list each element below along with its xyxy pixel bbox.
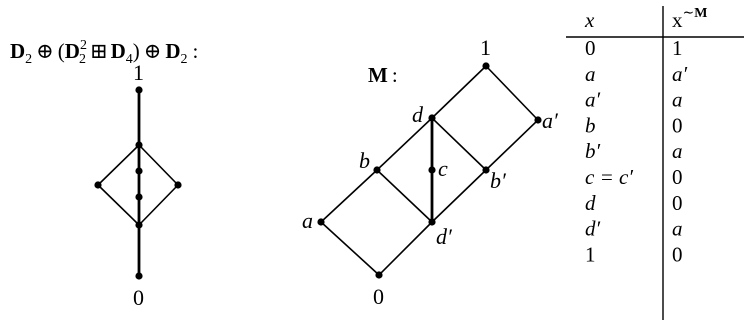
table-cell-fx: 0 (672, 191, 683, 215)
m-node-c (428, 166, 436, 174)
title-sub2b: 2 (79, 52, 86, 67)
title-oplus: ⊕ (36, 39, 54, 63)
left-top-label: 1 (133, 60, 144, 85)
m-edge-b-d (376, 117, 433, 171)
m-edge-d-1 (431, 65, 487, 119)
left-edge-lower-left (97, 184, 140, 226)
m-node-0 (375, 271, 383, 279)
m-node-a (317, 218, 325, 226)
m-edge-dprime-bprime (431, 169, 487, 223)
middle-title-colon: : (392, 63, 398, 87)
left-node-right (174, 181, 182, 189)
table-cell-fx: 0 (672, 242, 683, 266)
m-node-bprime (482, 166, 490, 174)
m-edge-0-a (320, 221, 380, 276)
table-header-fx: x∼M (672, 6, 707, 32)
m-label-aprime: a′ (542, 108, 559, 133)
left-node-mid-lower (135, 193, 143, 201)
m-label-a: a (302, 208, 313, 233)
title-d2: D (10, 39, 25, 63)
title-open-paren: ( (58, 39, 65, 63)
title-colon: : (193, 39, 199, 63)
table-cell-fx: a (672, 88, 683, 112)
table-cell-x: b′ (585, 139, 601, 163)
m-edge-a-b (320, 169, 378, 223)
table-cell-x: a′ (585, 88, 601, 112)
table-header-fx-tilde: ∼ (683, 6, 695, 21)
left-node-bottom (135, 272, 143, 280)
m-label-d: d (412, 102, 424, 127)
table-cell-x: 0 (585, 36, 596, 60)
left-edge-upper-left (97, 144, 140, 186)
left-edge-upper-right (138, 144, 179, 186)
table-cell-fx: 1 (672, 36, 683, 60)
m-label-0: 0 (373, 284, 384, 309)
m-edge-b-dprime (376, 169, 433, 223)
m-label-b: b (359, 148, 370, 173)
middle-title-m: M (368, 63, 388, 87)
title-d4: D (111, 39, 126, 63)
left-node-mid-upper (135, 167, 143, 175)
m-edge-1-aprime (485, 65, 539, 121)
table-cell-fx: a′ (672, 62, 688, 86)
middle-diagram-title: M: (368, 63, 398, 87)
m-node-aprime (534, 116, 542, 124)
m-edge-0-dprime (378, 221, 433, 276)
m-node-dprime (428, 218, 436, 226)
table-cell-x: d (585, 191, 596, 215)
left-node-lower (135, 221, 143, 229)
middle-lattice-diagram: M: 1 0 a a′ b b′ c d d′ (302, 35, 559, 309)
title-sub2: 2 (25, 52, 32, 67)
left-node-upper (135, 141, 143, 149)
title-sup2: 2 (80, 38, 87, 53)
table-cell-x: a (585, 62, 596, 86)
table-cell-x: c = c′ (585, 165, 633, 189)
table-header-fx-m: M (694, 6, 707, 21)
table-cell-x: 1 (585, 242, 596, 266)
m-label-c: c (438, 156, 448, 181)
m-label-1: 1 (480, 35, 491, 60)
title-oplus2: ⊕ (144, 39, 162, 63)
m-edge-bprime-aprime (485, 119, 539, 171)
table-cell-fx: a (672, 217, 683, 241)
title-sub4: 4 (126, 52, 133, 67)
m-node-1 (482, 62, 490, 70)
m-node-d (428, 114, 436, 122)
m-edge-d-bprime (431, 117, 487, 171)
m-node-b (373, 166, 381, 174)
title-close-paren: ) (133, 39, 140, 63)
left-edge-lower-right (138, 184, 179, 226)
table-header-x: x (584, 8, 595, 32)
table-cell-fx: 0 (672, 113, 683, 137)
table-header-fx-base: x (672, 8, 683, 32)
table-cell-x: b (585, 113, 596, 137)
left-node-top (135, 86, 143, 94)
table-cell-x: d′ (585, 217, 601, 241)
m-label-bprime: b′ (490, 168, 507, 193)
title-sub2c: 2 (181, 52, 188, 67)
left-bottom-label: 0 (133, 285, 144, 310)
left-node-left (94, 181, 102, 189)
title-d2c: D (165, 39, 180, 63)
table-cell-fx: a (672, 139, 683, 163)
table-cell-fx: 0 (672, 165, 683, 189)
title-boxplus: ⊞ (90, 39, 108, 63)
title-d2b: D (65, 39, 80, 63)
m-label-dprime: d′ (436, 224, 453, 249)
